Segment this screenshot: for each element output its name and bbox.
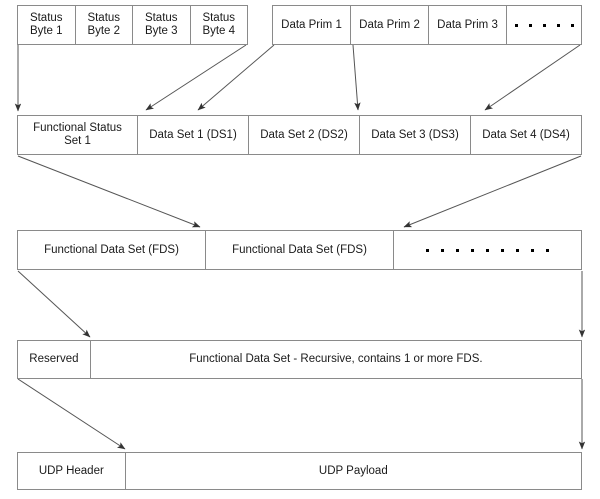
data-set-4-cell: Data Set 4 (DS4) — [471, 116, 581, 154]
ellipsis-dot — [426, 248, 429, 252]
reserved-cell: Reserved — [18, 341, 91, 378]
functional-status-set-1-cell: Functional Status Set 1 — [18, 116, 138, 154]
ellipsis-dot — [546, 248, 549, 252]
ellipsis-dot — [456, 248, 459, 252]
status-byte-3-cell: Status Byte 3 — [133, 6, 191, 44]
arrow-fds-to-recursive-fds — [17, 270, 91, 338]
ellipsis-dots — [396, 248, 579, 252]
data-set-3-cell: Data Set 3 (DS3) — [360, 116, 471, 154]
ellipsis-dot — [570, 23, 574, 27]
ellipsis-dot — [471, 248, 474, 252]
ellipsis-dot — [516, 248, 519, 252]
ellipsis-dot — [531, 248, 534, 252]
data-prim-2-cell: Data Prim 2 — [351, 6, 429, 44]
ellipsis-dot — [542, 23, 546, 27]
status-bytes-row: Status Byte 1 Status Byte 2 Status Byte … — [17, 5, 248, 45]
udp-row: UDP Header UDP Payload — [17, 452, 582, 490]
ellipsis-dot — [556, 23, 560, 27]
functional-status-set-row: Functional Status Set 1 Data Set 1 (DS1)… — [17, 115, 582, 155]
arrow-status-byte-4-to-fss — [145, 44, 247, 111]
status-byte-1-cell: Status Byte 1 — [18, 6, 76, 44]
ellipsis-dot — [441, 248, 444, 252]
arrow-fss-to-fds1 — [17, 155, 201, 228]
arrow-recursive-fds-to-udp-payload — [17, 378, 126, 450]
functional-data-set-1-cell: Functional Data Set (FDS) — [18, 231, 206, 269]
ellipsis-dot — [528, 23, 532, 27]
arrow-data-prim-last-to-ds4 — [484, 44, 581, 111]
data-prim-3-cell: Data Prim 3 — [429, 6, 507, 44]
udp-header-cell: UDP Header — [18, 453, 126, 489]
ellipsis-dot — [486, 248, 489, 252]
data-prim-1-cell: Data Prim 1 — [273, 6, 351, 44]
functional-data-set-row: Functional Data Set (FDS) Functional Dat… — [17, 230, 582, 270]
recursive-fds-row: Reserved Functional Data Set - Recursive… — [17, 340, 582, 379]
ellipsis-dot — [514, 23, 518, 27]
arrow-data-prim-1-to-ds1 — [197, 44, 275, 111]
data-set-1-cell: Data Set 1 (DS1) — [138, 116, 249, 154]
udp-payload-cell: UDP Payload — [125, 453, 581, 489]
status-byte-2-cell: Status Byte 2 — [75, 6, 133, 44]
arrow-data-prim-n-to-ds3 — [352, 44, 361, 111]
recursive-functional-data-set-cell: Functional Data Set - Recursive, contain… — [90, 341, 581, 378]
ellipsis-dots — [509, 23, 579, 27]
data-prim-row: Data Prim 1 Data Prim 2 Data Prim 3 — [272, 5, 582, 45]
ellipsis-dot — [501, 248, 504, 252]
data-prim-ellipsis-cell — [507, 6, 581, 44]
status-byte-4-cell: Status Byte 4 — [190, 6, 247, 44]
data-set-2-cell: Data Set 2 (DS2) — [249, 116, 360, 154]
functional-data-set-2-cell: Functional Data Set (FDS) — [206, 231, 394, 269]
arrow-ds4-to-fds2 — [403, 155, 582, 228]
functional-data-set-ellipsis-cell — [394, 231, 581, 269]
